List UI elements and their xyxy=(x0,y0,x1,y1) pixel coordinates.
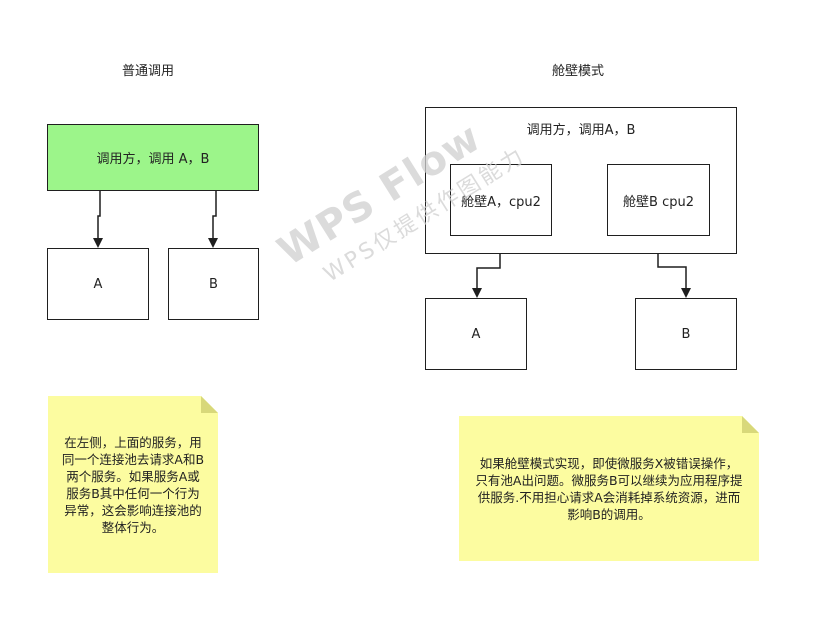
bulkhead-a-box[interactable]: 舱壁A，cpu2 xyxy=(450,164,552,236)
left-service-b-label: B xyxy=(209,276,218,292)
arrow-caller-to-a xyxy=(93,190,103,248)
left-service-b-box[interactable]: B xyxy=(168,248,259,320)
right-service-b-box[interactable]: B xyxy=(635,298,737,370)
left-caller-box[interactable]: 调用方，调用 A，B xyxy=(47,124,259,191)
right-service-a-label: A xyxy=(471,326,481,342)
note-shape-left xyxy=(48,396,218,573)
right-note-text: 如果舱壁模式实现，即使微服务X被错误操作， 只有池A出问题。微服务B可以继续为应… xyxy=(475,455,743,522)
right-service-b-label: B xyxy=(681,326,691,342)
right-title: 舱壁模式 xyxy=(551,64,604,79)
left-service-a-label: A xyxy=(93,276,103,292)
bulkhead-b-box[interactable]: 舱壁B cpu2 xyxy=(607,164,710,236)
left-title: 普通调用 xyxy=(121,64,174,79)
note-shape-right xyxy=(459,416,759,561)
left-caller-label: 调用方，调用 A，B xyxy=(96,152,210,167)
bulkhead-b-label: 舱壁B cpu2 xyxy=(623,194,694,210)
left-note[interactable]: 在左侧，上面的服务，用 同一个连接池去请求A和B 两个服务。如果服务A或 服务B… xyxy=(48,396,218,573)
bulkhead-a-label: 舱壁A，cpu2 xyxy=(461,194,541,210)
arrow-caller-to-b xyxy=(208,190,218,248)
left-service-a-box[interactable]: A xyxy=(47,248,149,320)
left-note-text: 在左侧，上面的服务，用 同一个连接池去请求A和B 两个服务。如果服务A或 服务B… xyxy=(61,434,205,535)
right-caller-label: 调用方，调用A，B xyxy=(526,123,636,138)
right-note[interactable]: 如果舱壁模式实现，即使微服务X被错误操作， 只有池A出问题。微服务B可以继续为应… xyxy=(459,416,759,561)
right-service-a-box[interactable]: A xyxy=(425,298,527,370)
